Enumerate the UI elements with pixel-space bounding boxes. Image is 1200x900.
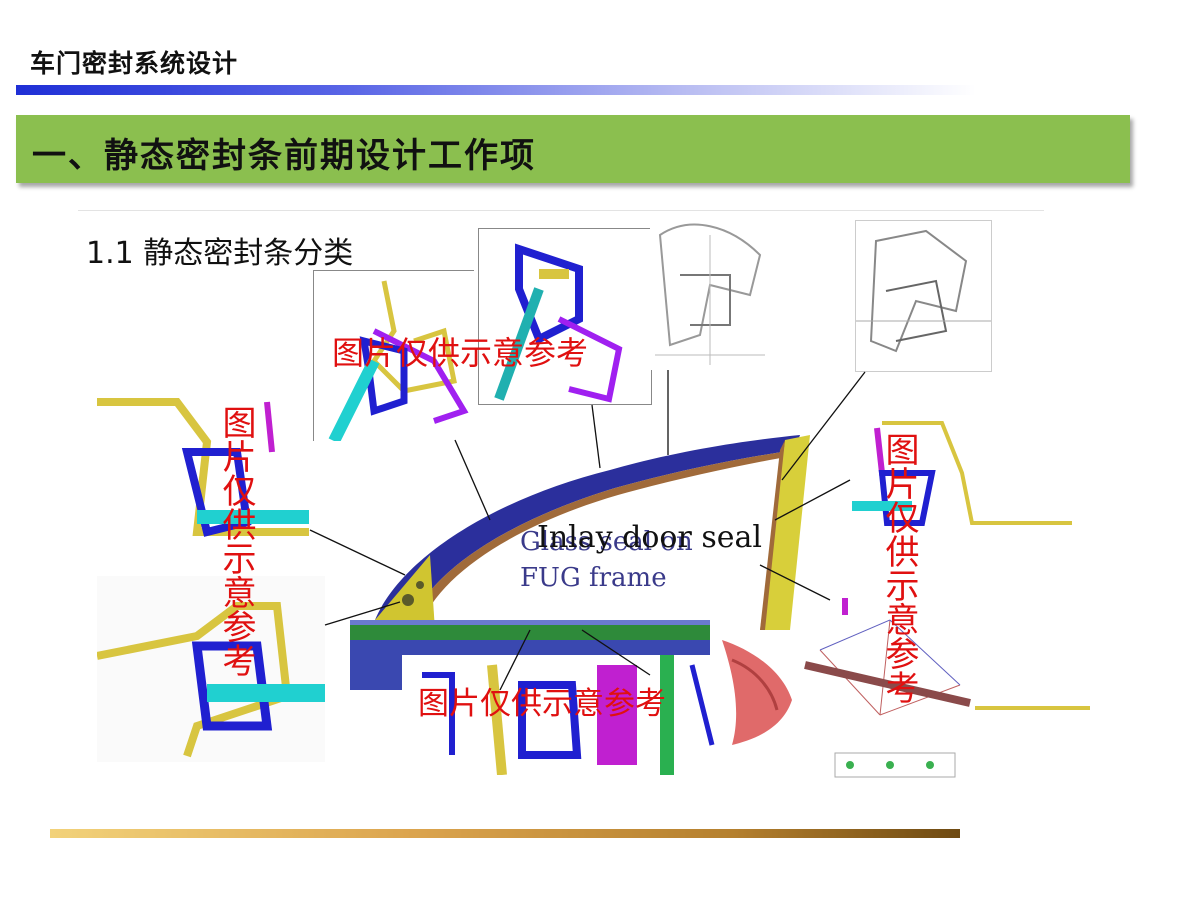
section-image-a [313, 270, 474, 441]
sub-heading: 1.1 静态密封条分类 [86, 236, 354, 271]
watermark-right: 图片仅供示意参考 [879, 432, 919, 704]
footer-bar [50, 829, 960, 838]
section-image-e [97, 382, 309, 570]
label-inlay-door-seal: Inlay door seal [537, 520, 762, 555]
section-banner [16, 115, 1130, 183]
title-underline-bar [16, 85, 976, 95]
section-image-b [478, 228, 652, 405]
watermark-top: 图片仅供示意参考 [332, 334, 589, 372]
seal-render-image [712, 630, 802, 748]
section-image-f [97, 576, 325, 762]
section-image-i [800, 615, 975, 780]
section-image-c [650, 215, 772, 370]
label-glass-seal-line1: Glass seal on [520, 527, 693, 557]
divider [78, 210, 1044, 211]
slide-title: 车门密封系统设计 [30, 49, 239, 78]
label-glass-seal-line2: FUG frame [520, 563, 667, 593]
section-image-d [855, 220, 992, 372]
watermark-left: 图片仅供示意参考 [216, 405, 256, 677]
watermark-bottom: 图片仅供示意参考 [418, 686, 666, 722]
section-image-g [852, 413, 1077, 541]
section-image-j [402, 655, 722, 775]
section-title: 一、静态密封条前期设计工作项 [32, 136, 536, 176]
